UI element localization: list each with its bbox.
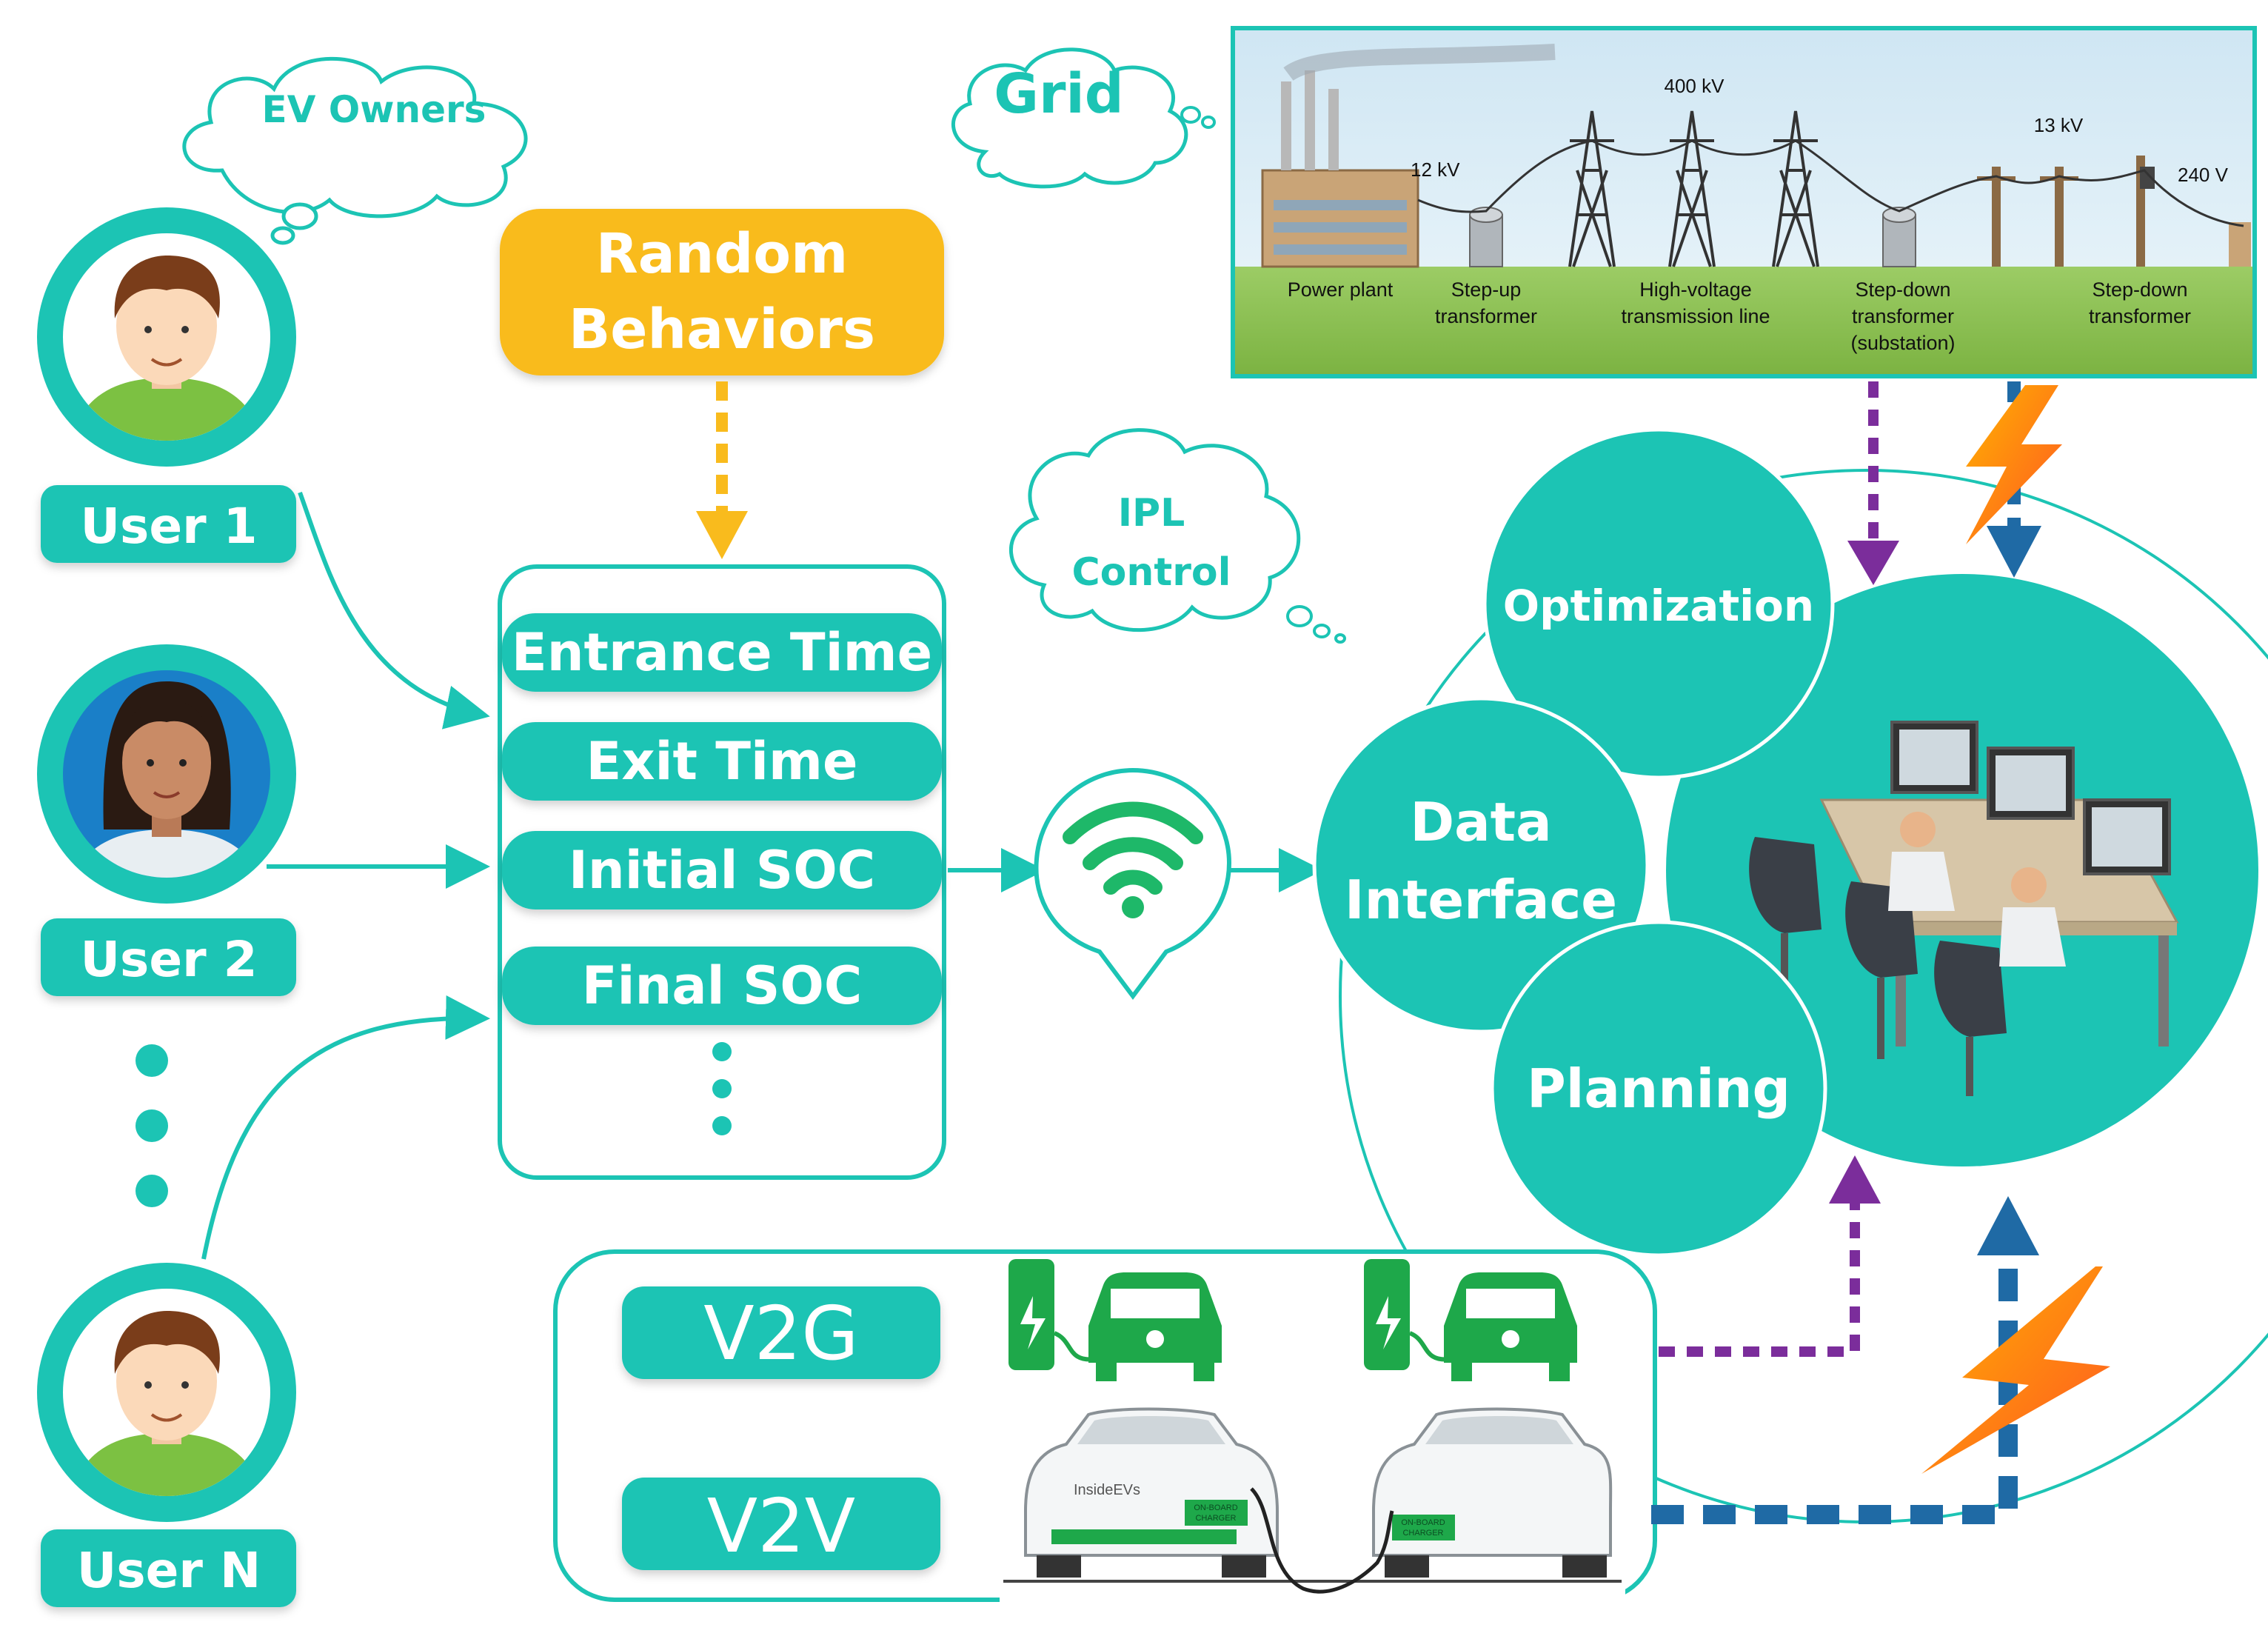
optimization-label: Optimization <box>1503 581 1814 631</box>
utility-poles-icon <box>1977 156 2251 267</box>
user-2: User 2 <box>37 644 296 996</box>
user-1-label-box <box>41 485 296 563</box>
user-1-arrow <box>298 491 490 730</box>
vehicles-to-platform-info-line <box>1659 1204 1860 1357</box>
voltage-13kv: 13 kV <box>2034 114 2084 136</box>
step-up-transformer-icon <box>1469 207 1503 267</box>
car-charger-label-2: CHARGER <box>1195 1514 1236 1523</box>
car-brand-label: InsideEVs <box>1074 1482 1140 1498</box>
ipl-label-line2: Control <box>1072 550 1231 595</box>
user-1: User 1 <box>37 207 296 563</box>
user-2-label: User 2 <box>80 931 257 988</box>
car-charger-label-2: CHARGER <box>1402 1529 1443 1538</box>
ev-charger-icon <box>1003 1259 1248 1422</box>
param-exit-time-pill <box>502 722 942 801</box>
optimization-node: Optimization <box>1482 427 1835 780</box>
user-n-label: User N <box>77 1542 261 1599</box>
ipl-control-cloud: IPL Control <box>1009 428 1346 644</box>
user-n-label-box <box>41 1529 296 1607</box>
voltage-400kv: 400 kV <box>1665 75 1725 97</box>
parameters-box: Entrance Time Exit Time Initial SOC Fina… <box>498 564 946 1180</box>
label-hv-line-1: High-voltage <box>1639 278 1752 301</box>
data-interface-line2: Interface <box>1345 869 1617 931</box>
param-final-soc-pill <box>502 947 942 1025</box>
substation-transformer-icon <box>1882 207 1916 267</box>
label-step-down-2: transformer <box>2089 305 2191 327</box>
voltage-240v: 240 V <box>2178 164 2229 186</box>
param-final-soc: Final SOC <box>582 955 863 1016</box>
vehicle-modes-box: V2G V2V <box>553 1249 1657 1615</box>
user-1-label: User 1 <box>80 498 257 555</box>
ev-owners-cloud: EV Owners <box>182 56 528 245</box>
ev-owners-label: EV Owners <box>262 88 486 131</box>
control-center <box>1666 574 2258 1166</box>
label-step-down-sub-1: Step-down <box>1855 278 1950 301</box>
v2g-pill <box>622 1286 940 1379</box>
grid-illustration: 12 kV 400 kV 13 kV 240 V Power plant Ste… <box>1231 26 2257 378</box>
car-charger-label-1: ON-BOARD <box>1401 1518 1445 1527</box>
param-entrance-time-pill <box>502 613 942 692</box>
user-n: User N <box>37 1263 296 1607</box>
v2g-label: V2G <box>703 1290 859 1377</box>
avatar-male-icon <box>70 256 263 441</box>
grid-to-platform-power-arrowhead <box>1987 526 2041 578</box>
wifi-icon <box>1034 767 1232 1000</box>
data-interface-node: Data Interface <box>1312 696 1650 1034</box>
lightning-icon <box>1966 385 2062 544</box>
v2v-cars-illustration: InsideEVs ON-BOARD CHARGER ON-BOARD CHAR… <box>1000 1407 1625 1615</box>
vehicles-to-platform-power-arrowhead <box>1977 1196 2039 1255</box>
user-2-label-box <box>41 918 296 996</box>
grid-to-platform-info-arrowhead <box>1847 541 1899 585</box>
planning-label: Planning <box>1527 1058 1790 1120</box>
param-exit-time: Exit Time <box>586 731 858 792</box>
user-n-arrow <box>201 995 490 1260</box>
label-step-down-sub-3: (substation) <box>1850 332 1955 354</box>
ev-charger-icon <box>1351 1259 1603 1422</box>
vehicles-to-platform-info-arrowhead <box>1829 1155 1881 1204</box>
grid-cloud: Grid <box>951 47 1216 189</box>
voltage-12kv: 12 kV <box>1411 158 1460 181</box>
car-charger-label-1: ON-BOARD <box>1194 1503 1237 1512</box>
label-step-down-1: Step-down <box>2092 278 2187 301</box>
v2v-cable <box>1250 1487 1394 1594</box>
random-behaviors-line1: Random <box>596 222 849 286</box>
car-icon: ON-BOARD CHARGER <box>1372 1407 1613 1578</box>
planning-node: Planning <box>1490 920 1827 1258</box>
label-step-down-sub-2: transformer <box>1852 305 1954 327</box>
data-interface-line1: Data <box>1410 791 1551 853</box>
label-step-up-1: Step-up <box>1451 278 1522 301</box>
avatar-male-icon <box>70 1311 263 1496</box>
car-icon: InsideEVs ON-BOARD CHARGER <box>1024 1407 1279 1578</box>
v2v-pill <box>622 1478 940 1570</box>
user-ellipsis <box>136 1044 168 1207</box>
random-behaviors-arrowhead <box>696 511 748 559</box>
random-behaviors-line2: Behaviors <box>569 298 875 361</box>
control-room-operators-icon <box>1749 721 2179 1096</box>
parameters-ellipsis <box>712 1042 732 1135</box>
vehicles-to-platform-power-line <box>1651 1244 2018 1524</box>
v2v-label: V2V <box>707 1483 855 1569</box>
random-behaviors-box: Random Behaviors <box>500 209 944 375</box>
ipl-label-line1: IPL <box>1118 491 1185 535</box>
power-plant-icon <box>1261 44 1556 268</box>
label-step-up-2: transformer <box>1435 305 1537 327</box>
param-entrance-time: Entrance Time <box>512 622 932 683</box>
label-hv-line-2: transmission line <box>1621 305 1770 327</box>
label-power-plant: Power plant <box>1288 278 1394 301</box>
grid-label: Grid <box>994 62 1124 126</box>
param-initial-soc-pill <box>502 831 942 909</box>
lightning-icon <box>1921 1266 2110 1474</box>
param-initial-soc: Initial SOC <box>569 840 875 901</box>
